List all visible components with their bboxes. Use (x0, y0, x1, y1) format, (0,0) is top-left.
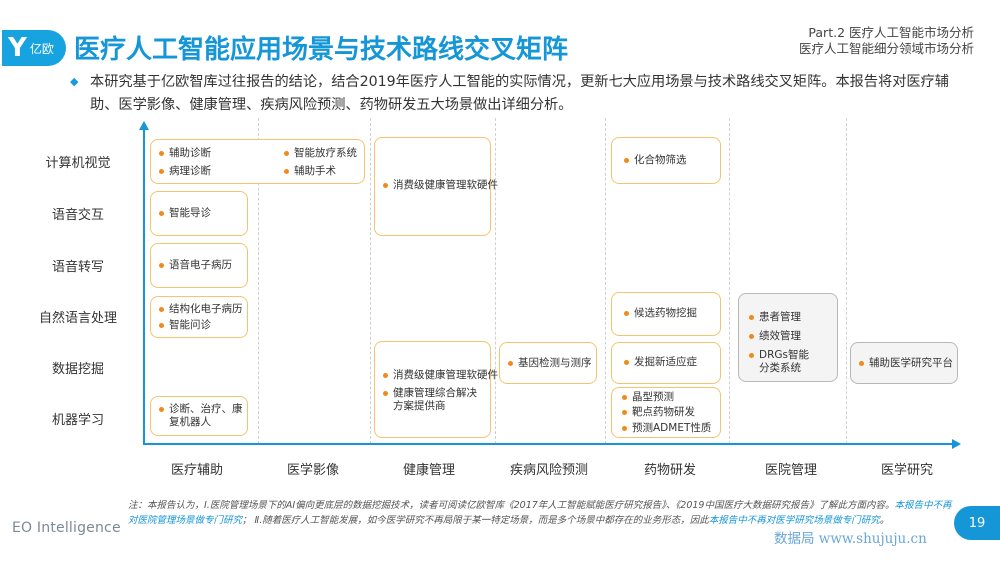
list-item: 智能导诊 (159, 207, 211, 220)
cell-drug-nlp: 候选药物挖掘 (611, 292, 721, 336)
list-item: 晶型预测 (622, 391, 674, 404)
cell-medical-research: 辅助医学研究平台 (850, 342, 958, 384)
cell-voice-interaction-assist: 智能导诊 (150, 191, 248, 236)
logo-text: 亿欧 (29, 41, 54, 56)
list-item: 智能问诊 (159, 319, 211, 332)
list-item: 预测ADMET性质 (622, 422, 711, 435)
list-item: 化合物筛选 (624, 154, 687, 167)
list-item: 患者管理 (749, 311, 801, 324)
col-label-hospital-management: 医院管理 (764, 463, 817, 478)
column-divider (729, 118, 730, 444)
footnote-part-3: 。 (879, 515, 890, 526)
col-label-health-management: 健康管理 (402, 463, 455, 478)
list-item: 病理诊断 (159, 165, 211, 178)
diamond-bullet-icon: ◆ (70, 75, 79, 88)
cell-cv-assist-imaging: 辅助诊断 病理诊断 智能放疗系统 辅助手术 (150, 139, 365, 184)
footnote-highlight-1: 本报告中不再对医院管理场景做专门研究 (128, 500, 952, 526)
x-axis-arrow-icon (952, 439, 961, 449)
cell-health-top: 消费级健康管理软硬件 (374, 137, 498, 236)
intro-text: 本研究基于亿欧智库过往报告的结论，结合2019年医疗人工智能的实际情况，更新七大… (90, 74, 949, 113)
page-number: 19 (954, 506, 1000, 540)
list-item: 辅助医学研究平台 (859, 357, 953, 370)
list-item: 消费级健康管理软硬件 (383, 369, 498, 382)
list-item: 健康管理综合解决方案提供商 (383, 387, 487, 413)
list-item: 消费级健康管理软硬件 (383, 179, 498, 192)
col-label-medical-assist: 医疗辅助 (170, 463, 223, 478)
cell-drug-ml: 晶型预测 靶点药物研发 预测ADMET性质 (611, 387, 721, 438)
row-label-machine-learning: 机器学习 (51, 413, 104, 428)
list-item: DRGs智能分类系统 (749, 349, 813, 375)
cell-voice-transcription-assist: 语音电子病历 (150, 243, 248, 288)
list-item: 辅助诊断 (159, 147, 211, 160)
footnote-highlight-2: 本报告中不再对医学研究场景做专门研究 (708, 515, 880, 526)
cell-drug-cv: 化合物筛选 (611, 137, 721, 184)
column-divider (370, 118, 371, 444)
col-label-drug-research: 药物研发 (643, 463, 696, 478)
col-label-medical-research: 医学研究 (880, 463, 933, 478)
row-label-voice-transcription: 语音转写 (51, 260, 104, 275)
section-label-line2: 医疗人工智能细分领域市场分析 (798, 41, 974, 56)
row-label-voice-interaction: 语音交互 (51, 208, 104, 223)
col-label-medical-imaging: 医学影像 (286, 463, 339, 478)
column-divider (605, 118, 606, 444)
column-divider (846, 118, 847, 444)
section-label: Part.2 医疗人工智能市场分析 医疗人工智能细分领域市场分析 (799, 25, 974, 57)
cell-nlp-assist: 结构化电子病历 智能问诊 (150, 296, 248, 338)
column-divider (495, 118, 496, 444)
cell-risk-data-mining: 基因检测与测序 (499, 342, 597, 384)
row-label-nlp: 自然语言处理 (38, 311, 117, 326)
footnote-part-1: 注：本报告认为，Ⅰ.医院管理场景下的AI偏向更底层的数据挖掘技术，读者可阅读亿欧… (128, 500, 895, 511)
footnote-part-2: ； Ⅱ.随着医疗人工智能发展，如今医学研究不再局限于某一特定场景，而是多个场景中… (242, 515, 709, 526)
cell-ml-assist: 诊断、治疗、康复机器人 (150, 396, 248, 436)
list-item: 绩效管理 (749, 330, 801, 343)
list-item: 语音电子病历 (159, 259, 232, 272)
row-label-data-mining: 数据挖掘 (51, 362, 104, 377)
list-item: 诊断、治疗、康复机器人 (159, 403, 245, 429)
cell-drug-data-mining: 发掘新适应症 (611, 342, 721, 384)
y-axis (143, 128, 145, 444)
column-divider (258, 118, 259, 444)
y-axis-arrow-icon (139, 121, 149, 130)
row-label-computer-vision: 计算机视觉 (45, 156, 111, 171)
list-item: 靶点药物研发 (622, 406, 695, 419)
footnote: 注：本报告认为，Ⅰ.医院管理场景下的AI偏向更底层的数据挖掘技术，读者可阅读亿欧… (128, 498, 954, 528)
x-axis (143, 443, 953, 445)
list-item: 智能放疗系统 (284, 147, 357, 160)
list-item: 候选药物挖掘 (624, 307, 697, 320)
logo-mark-icon: Y (8, 33, 27, 63)
page-title: 医疗人工智能应用场景与技术路线交叉矩阵 (74, 35, 569, 65)
list-item: 辅助手术 (284, 165, 336, 178)
watermark: 数据局 www.shujuju.cn (774, 531, 927, 547)
section-label-line1: Part.2 医疗人工智能市场分析 (808, 25, 974, 40)
list-item: 发掘新适应症 (624, 356, 697, 369)
col-label-risk-prediction: 疾病风险预测 (509, 463, 588, 478)
list-item: 结构化电子病历 (159, 303, 243, 316)
brand-name: EO Intelligence (12, 520, 121, 536)
cell-hospital-management: 患者管理 绩效管理 DRGs智能分类系统 (738, 293, 838, 382)
eo-logo: Y 亿欧 (2, 30, 66, 66)
cell-health-bottom: 消费级健康管理软硬件 健康管理综合解决方案提供商 (374, 341, 498, 438)
list-item: 基因检测与测序 (508, 357, 592, 370)
